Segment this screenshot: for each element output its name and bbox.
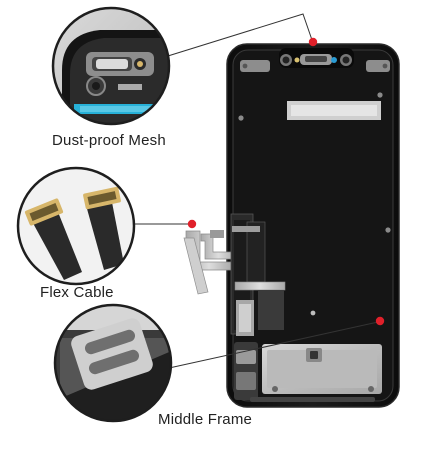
magnifier-flex-cable	[16, 166, 136, 286]
flex-cable-assembly	[183, 213, 286, 336]
label-dust-proof-mesh: Dust-proof Mesh	[52, 132, 166, 149]
leader-line-mesh	[154, 13, 313, 61]
label-flex-cable: Flex Cable	[40, 284, 114, 301]
leader-line-frame	[159, 321, 379, 371]
red-dot-marker-icon	[375, 316, 385, 326]
leader-lines	[133, 13, 379, 371]
markers	[187, 37, 385, 326]
red-dot-marker-icon	[187, 219, 197, 229]
magnifier-middle-frame	[53, 303, 173, 423]
label-middle-frame: Middle Frame	[158, 411, 253, 428]
magnifier-dust-mesh	[51, 6, 171, 126]
red-dot-marker-icon	[308, 37, 318, 47]
